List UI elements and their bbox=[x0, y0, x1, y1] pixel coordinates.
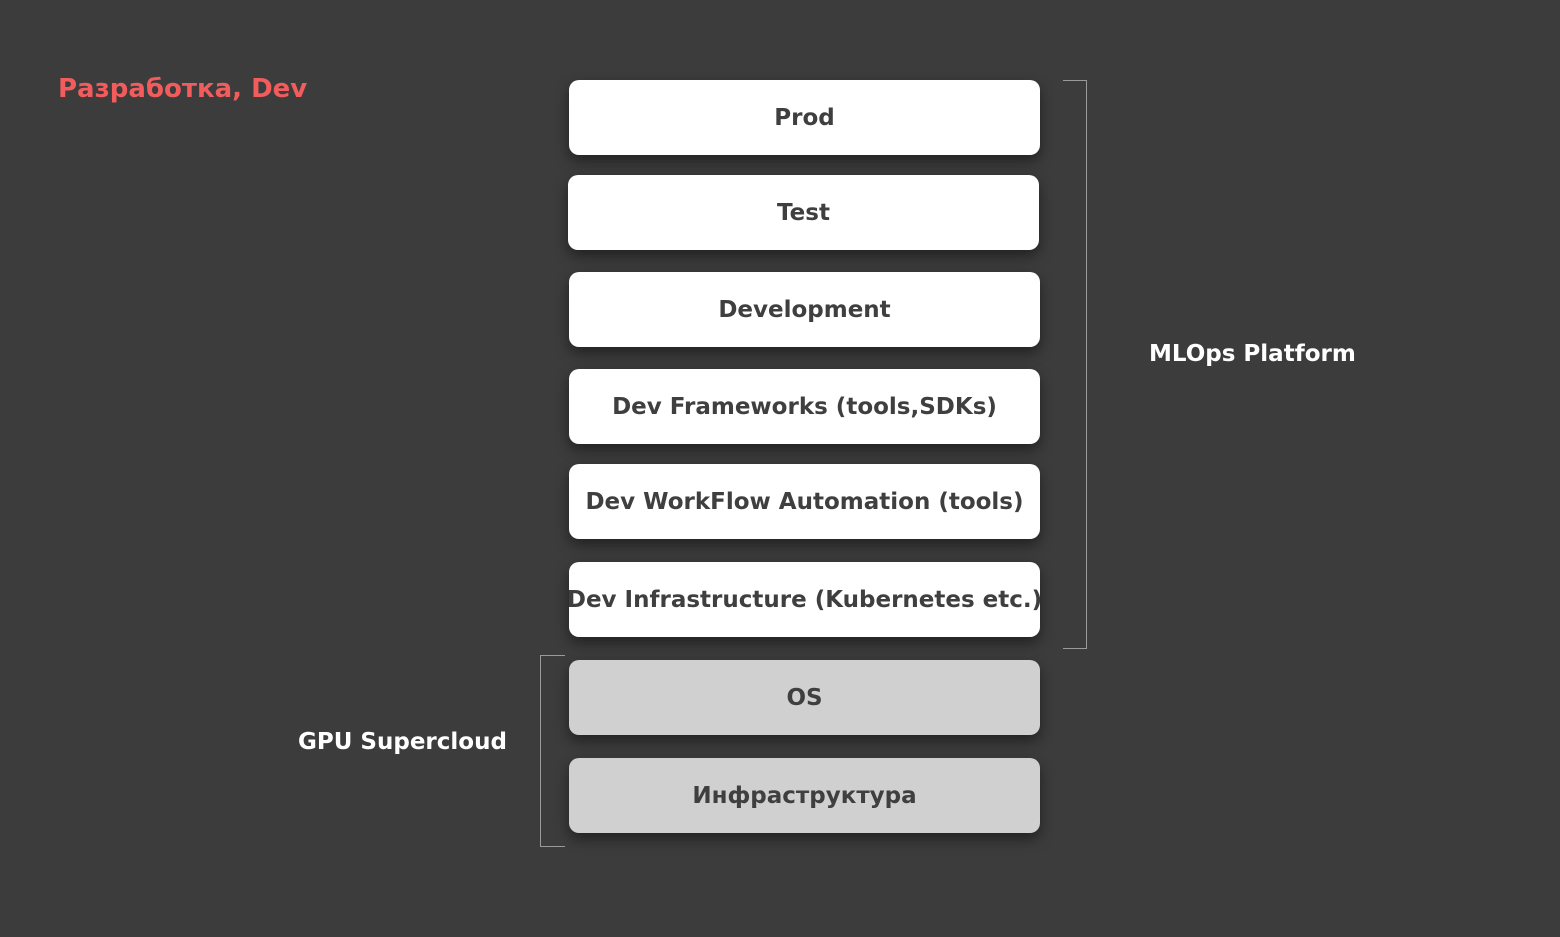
layer-dev-frameworks: Dev Frameworks (tools,SDKs) bbox=[569, 369, 1040, 444]
layer-dev-workflow-automation: Dev WorkFlow Automation (tools) bbox=[569, 464, 1040, 539]
layer-os: OS bbox=[569, 660, 1040, 735]
gpu-bracket bbox=[540, 655, 565, 847]
layer-infrastructure: Инфраструктура bbox=[569, 758, 1040, 833]
gpu-supercloud-label: GPU Supercloud bbox=[298, 729, 507, 755]
layer-dev-infrastructure: Dev Infrastructure (Kubernetes etc.) bbox=[567, 562, 1042, 637]
page-title: Разработка, Dev bbox=[58, 74, 308, 104]
layer-test: Test bbox=[568, 175, 1039, 250]
layer-development: Development bbox=[569, 272, 1040, 347]
layer-prod: Prod bbox=[569, 80, 1040, 155]
mlops-platform-label: MLOps Platform bbox=[1149, 341, 1356, 367]
mlops-bracket bbox=[1063, 80, 1087, 649]
